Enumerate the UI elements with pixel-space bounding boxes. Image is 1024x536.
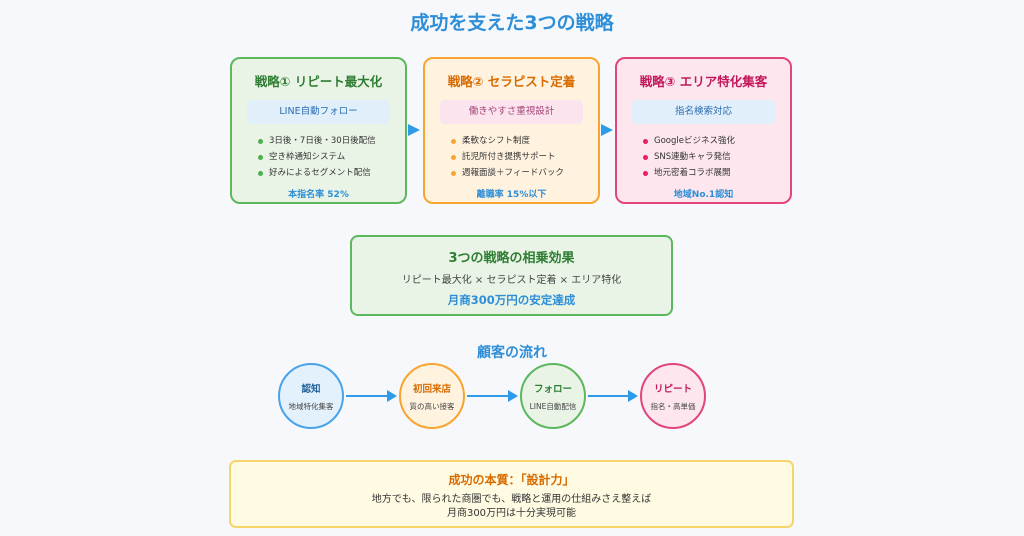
synergy-box: 3つの戦略の相乗効果 リピート最大化 × セラピスト定着 × エリア特化 月商3…	[350, 235, 673, 316]
flow-node-sub: LINE自動配信	[529, 402, 577, 411]
arrow-right-icon	[508, 390, 518, 402]
strategy-card-repeat: 戦略① リピート最大化 LINE自動フォロー 3日後・7日後・30日後配信 空き…	[230, 57, 407, 204]
arrow-right-icon	[408, 124, 420, 136]
flow-node-repeat: リピート 指名・高単価	[640, 363, 706, 429]
flow-node-sub: 地域特化集客	[288, 402, 334, 411]
list-item: 地元密着コラボ展開	[643, 165, 790, 181]
list-item: 好みによるセグメント配信	[258, 165, 405, 181]
flow-node-label: 認知	[301, 384, 321, 395]
synergy-line: リピート最大化 × セラピスト定着 × エリア特化	[401, 275, 622, 286]
strategy-title: 戦略② セラピスト定着	[447, 74, 576, 89]
flow-node-sub: 指名・高単価	[650, 402, 696, 411]
flow-node-awareness: 認知 地域特化集客	[278, 363, 344, 429]
flow-connector	[467, 395, 509, 397]
synergy-result: 月商300万円の安定達成	[447, 293, 576, 307]
strategy-card-area: 戦略③ エリア特化集客 指名検索対応 Googleビジネス強化 SNS連動キャラ…	[615, 57, 792, 204]
list-item: 週報面談＋フィードバック	[451, 165, 598, 181]
essence-box: 成功の本質：「設計力」 地方でも、限られた商圏でも、戦略と運用の仕組みさえ整えば…	[229, 460, 794, 528]
flow-connector	[346, 395, 388, 397]
flow-title: 顧客の流れ	[477, 345, 547, 361]
essence-line: 地方でも、限られた商圏でも、戦略と運用の仕組みさえ整えば	[371, 494, 652, 505]
essence-text: 地方でも、限られた商圏でも、戦略と運用の仕組みさえ整えば 月商300万円は十分実…	[231, 493, 792, 521]
flow-node-label: フォロー	[533, 384, 572, 395]
strategy-title: 戦略③ エリア特化集客	[639, 74, 768, 89]
essence-line: 月商300万円は十分実現可能	[446, 508, 577, 519]
synergy-title: 3つの戦略の相乗効果	[448, 251, 575, 266]
strategy-tag: 指名検索対応	[632, 100, 775, 124]
list-item: 空き枠通知システム	[258, 149, 405, 165]
flow-node-follow: フォロー LINE自動配信	[520, 363, 586, 429]
list-item: 3日後・7日後・30日後配信	[258, 133, 405, 149]
flow-node-first-visit: 初回来店 質の高い接客	[399, 363, 465, 429]
strategy-tag: 働きやすさ重視設計	[440, 100, 583, 124]
strategy-tag: LINE自動フォロー	[247, 100, 390, 124]
flow-connector	[588, 395, 629, 397]
flow-node-label: リピート	[653, 384, 692, 395]
list-item: Googleビジネス強化	[643, 133, 790, 149]
list-item: 柔軟なシフト制度	[451, 133, 598, 149]
arrow-right-icon	[601, 124, 613, 136]
strategy-result: 本指名率 52%	[288, 190, 349, 200]
flow-node-label: 初回来店	[412, 384, 451, 395]
list-item: SNS連動キャラ発信	[643, 149, 790, 165]
strategy-items: Googleビジネス強化 SNS連動キャラ発信 地元密着コラボ展開	[643, 133, 790, 181]
strategy-card-therapist: 戦略② セラピスト定着 働きやすさ重視設計 柔軟なシフト制度 託児所付き提携サポ…	[423, 57, 600, 204]
strategy-items: 柔軟なシフト制度 託児所付き提携サポート 週報面談＋フィードバック	[451, 133, 598, 181]
list-item: 託児所付き提携サポート	[451, 149, 598, 165]
arrow-right-icon	[628, 390, 638, 402]
arrow-right-icon	[387, 390, 397, 402]
flow-node-sub: 質の高い接客	[409, 402, 455, 411]
strategy-result: 離職率 15%以下	[476, 190, 547, 200]
strategy-items: 3日後・7日後・30日後配信 空き枠通知システム 好みによるセグメント配信	[258, 133, 405, 181]
page-title: 成功を支えた3つの戦略	[410, 12, 614, 34]
strategy-title: 戦略① リピート最大化	[254, 74, 383, 89]
essence-title: 成功の本質：「設計力」	[448, 473, 575, 487]
strategy-result: 地域No.1認知	[673, 190, 734, 200]
